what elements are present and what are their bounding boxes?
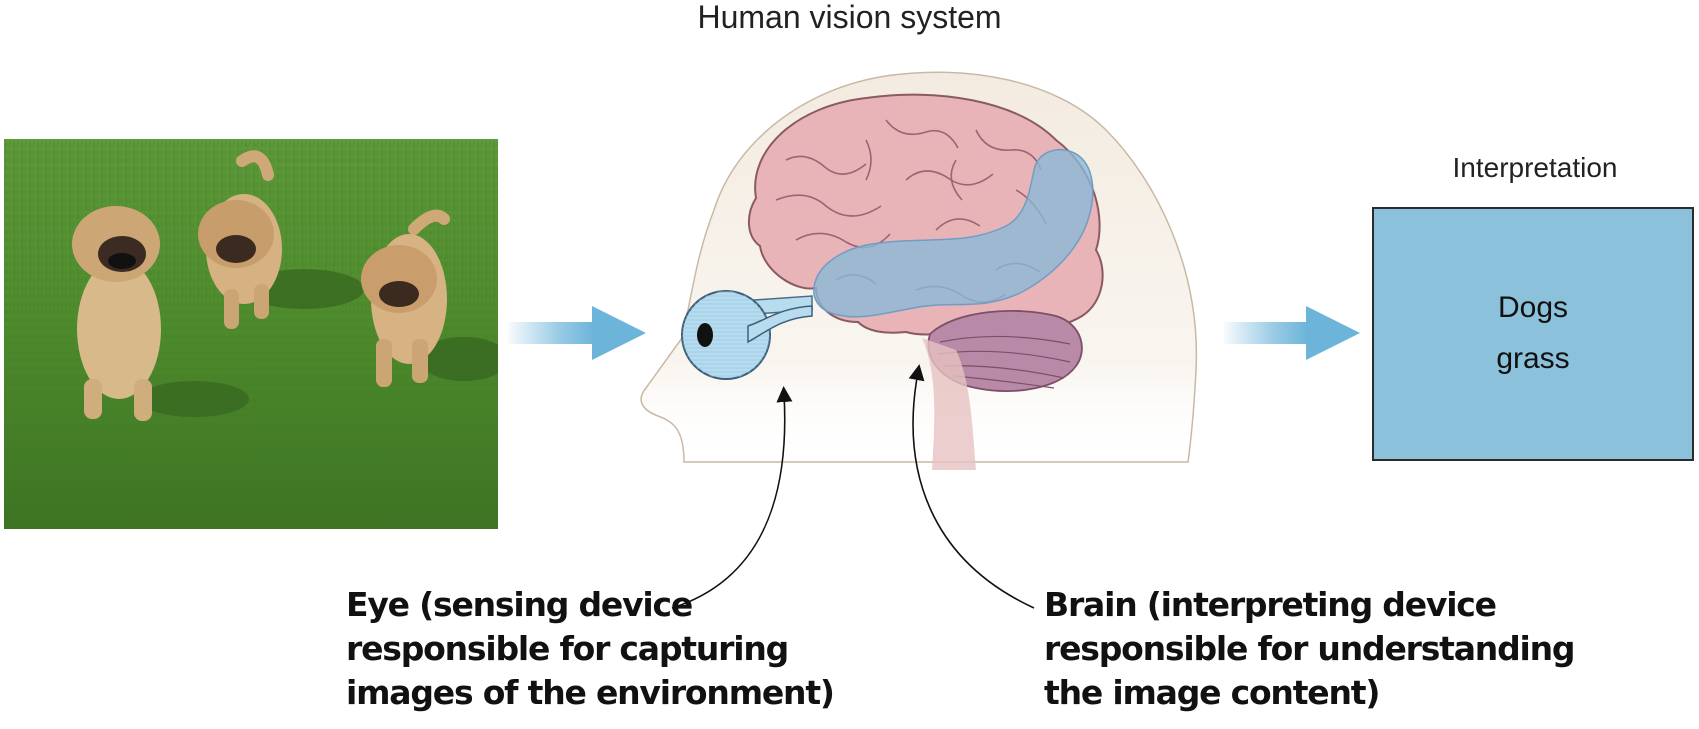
eye-leader-line bbox=[671, 386, 793, 609]
interpretation-dogs: Dogs bbox=[1497, 291, 1569, 324]
eye-callout-line-1: Eye (sensing device bbox=[346, 585, 693, 624]
brain-callout-line-1: Brain (interpreting device bbox=[1044, 585, 1497, 624]
brain-callout: Brain (interpreting device responsible f… bbox=[1044, 583, 1576, 715]
dogs-photo bbox=[4, 139, 498, 529]
interpretation-label: Interpretation bbox=[1452, 152, 1618, 183]
eye-callout-line-2: responsible for capturing bbox=[346, 629, 789, 668]
diagram-title: Human vision system bbox=[697, 0, 1002, 35]
head-illustration bbox=[640, 71, 1198, 470]
output-arrow bbox=[1224, 306, 1360, 360]
dog-right bbox=[361, 209, 450, 387]
dog-left bbox=[72, 206, 161, 421]
visual-pathway bbox=[813, 149, 1094, 318]
eye-icon bbox=[681, 290, 813, 380]
interpretation-box: Dogs grass bbox=[1372, 207, 1694, 461]
brainstem-icon bbox=[922, 338, 976, 470]
brain-callout-line-2: responsible for understanding bbox=[1044, 629, 1576, 668]
brain-leader-line bbox=[908, 364, 1035, 609]
interpretation-grass: grass bbox=[1496, 342, 1570, 375]
brain-callout-line-3: the image content) bbox=[1044, 673, 1380, 712]
eye-callout: Eye (sensing device responsible for capt… bbox=[346, 583, 835, 715]
input-arrow bbox=[508, 306, 646, 360]
dog-middle bbox=[198, 150, 282, 329]
eye-callout-line-3: images of the environment) bbox=[346, 673, 835, 712]
